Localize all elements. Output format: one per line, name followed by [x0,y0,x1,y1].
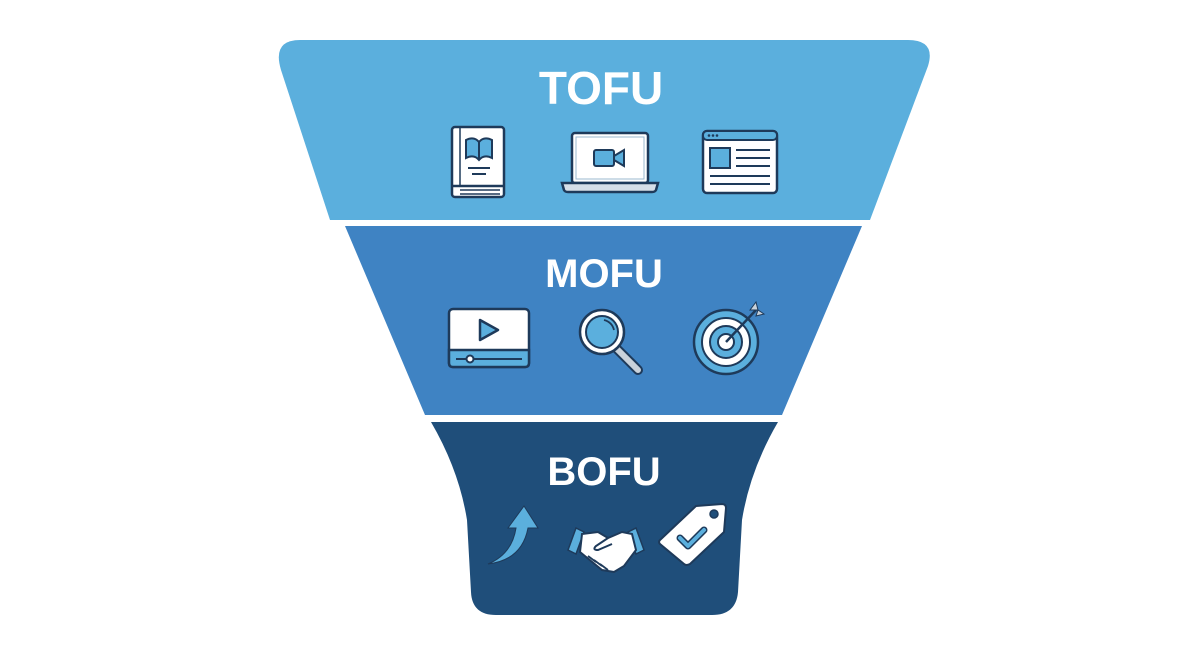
magnifying-glass-icon [578,308,643,375]
bofu-stage [431,422,778,615]
tofu-label: TOFU [538,62,664,114]
mofu-label: MOFU [545,252,663,296]
web-article-icon [701,129,779,195]
ebook-icon [450,125,506,199]
video-laptop-icon [560,131,660,194]
price-tag-check-icon [658,502,728,566]
video-player-icon [447,307,531,369]
upward-arrow-icon [487,505,539,565]
bofu-label: BOFU [547,450,661,494]
target-icon [692,300,766,376]
handshake-icon [567,526,645,574]
